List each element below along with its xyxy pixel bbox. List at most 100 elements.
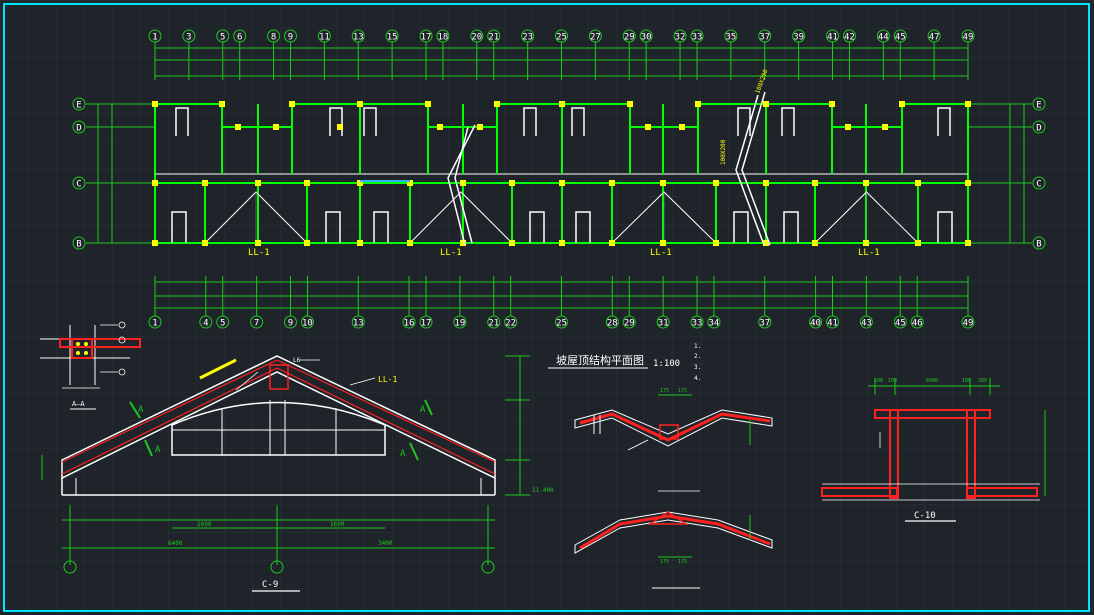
- column: [437, 124, 443, 130]
- column: [202, 180, 208, 186]
- column: [494, 101, 500, 107]
- axis-label: 21: [488, 319, 499, 329]
- axis-bubble: [148, 315, 162, 329]
- column: [679, 124, 685, 130]
- column: [763, 240, 769, 246]
- column: [304, 180, 310, 186]
- row-axis-label: D: [76, 124, 81, 134]
- row-axis-label: B: [1036, 240, 1041, 250]
- axis-bubble: [300, 315, 314, 329]
- section-aa-detail: A—A: [40, 321, 141, 410]
- column: [509, 180, 515, 186]
- axis-label: 7: [254, 319, 259, 329]
- axis-label: 1: [152, 319, 157, 329]
- axis-label: 33: [692, 319, 703, 329]
- column-markers: [152, 101, 971, 246]
- axis-bubble: [961, 29, 975, 43]
- column: [609, 240, 615, 246]
- axis-bubble: [182, 29, 196, 43]
- axis-bubble: [792, 29, 806, 43]
- ridge-detail-lower: 175 175: [574, 490, 773, 589]
- axis-bubble: [317, 29, 331, 43]
- column: [763, 101, 769, 107]
- row-axis-bubble: [1032, 120, 1046, 134]
- plan-scale: 1:100: [653, 359, 680, 369]
- column: [695, 101, 701, 107]
- level-mark: 11.400: [532, 487, 554, 494]
- column: [845, 124, 851, 130]
- section-c10-detail: 500 100 6000 100 200 C-10: [821, 378, 1046, 522]
- axis-label: 3: [186, 33, 191, 43]
- axis-bubble: [910, 315, 924, 329]
- window-opening: [363, 107, 377, 136]
- column: [660, 240, 666, 246]
- window-opening: [937, 107, 951, 136]
- axis-label: 25: [556, 33, 567, 43]
- column: [645, 124, 651, 130]
- c9-dim: 6400: [168, 540, 183, 547]
- column: [713, 180, 719, 186]
- column: [460, 240, 466, 246]
- axis-label: 22: [505, 319, 516, 329]
- ridge-tag: L6: [293, 357, 301, 364]
- window-opening: [373, 211, 389, 243]
- bottom-axis-ticks: [154, 276, 969, 316]
- detail-dim: 175: [660, 559, 669, 565]
- window-opening: [937, 211, 953, 243]
- row-axis-bubble: [72, 176, 86, 190]
- axis-label: 49: [963, 33, 974, 43]
- axis-label: 11: [319, 33, 330, 43]
- section-mark: A: [155, 445, 161, 455]
- axis-label: 1: [152, 33, 157, 43]
- axis-bubble: [605, 315, 619, 329]
- c9-dim: 1600: [330, 521, 345, 528]
- plan-title: 坡屋顶结构平面图: [556, 353, 644, 367]
- axis-label: 29: [624, 33, 635, 43]
- window-opening: [175, 107, 189, 136]
- axis-label: 46: [912, 319, 923, 329]
- axis-bubble: [419, 315, 433, 329]
- axis-bubble: [199, 315, 213, 329]
- axis-label: 23: [522, 33, 533, 43]
- axis-bubble: [893, 29, 907, 43]
- axis-label: 25: [556, 319, 567, 329]
- column: [763, 180, 769, 186]
- axis-label: 43: [861, 319, 872, 329]
- window-opening: [781, 107, 795, 136]
- window-openings: [171, 107, 953, 243]
- axis-bubble: [555, 29, 568, 43]
- detail-dim: 175: [678, 388, 687, 394]
- detail-dim: 175: [678, 559, 687, 565]
- axis-label: 32: [675, 33, 686, 43]
- axis-label: 33: [692, 33, 703, 43]
- column: [812, 240, 818, 246]
- axis-bubble: [284, 29, 297, 43]
- axis-label: 10: [302, 319, 313, 329]
- side-dimensions: [86, 103, 1032, 244]
- axis-bubble: [250, 315, 264, 329]
- axis-label: 17: [421, 319, 432, 329]
- column: [304, 240, 310, 246]
- column: [829, 101, 835, 107]
- axis-bubble: [724, 29, 738, 43]
- axis-bubble: [555, 315, 568, 329]
- beam-label: LL-1: [858, 248, 880, 258]
- axis-bubble: [893, 315, 907, 329]
- column: [559, 240, 565, 246]
- beam-label: LL-1: [440, 248, 462, 258]
- axis-label: 28: [607, 319, 618, 329]
- window-opening: [523, 107, 537, 136]
- axis-bubble: [351, 315, 365, 329]
- column: [509, 240, 515, 246]
- c10-dim: 200: [978, 378, 987, 384]
- column: [713, 240, 719, 246]
- axis-bubble: [453, 315, 467, 329]
- column: [812, 180, 818, 186]
- row-axis-label: C: [76, 180, 81, 190]
- axis-label: 42: [844, 33, 855, 43]
- column: [609, 180, 615, 186]
- c9-dim: 1600: [197, 521, 212, 528]
- window-opening: [329, 107, 343, 136]
